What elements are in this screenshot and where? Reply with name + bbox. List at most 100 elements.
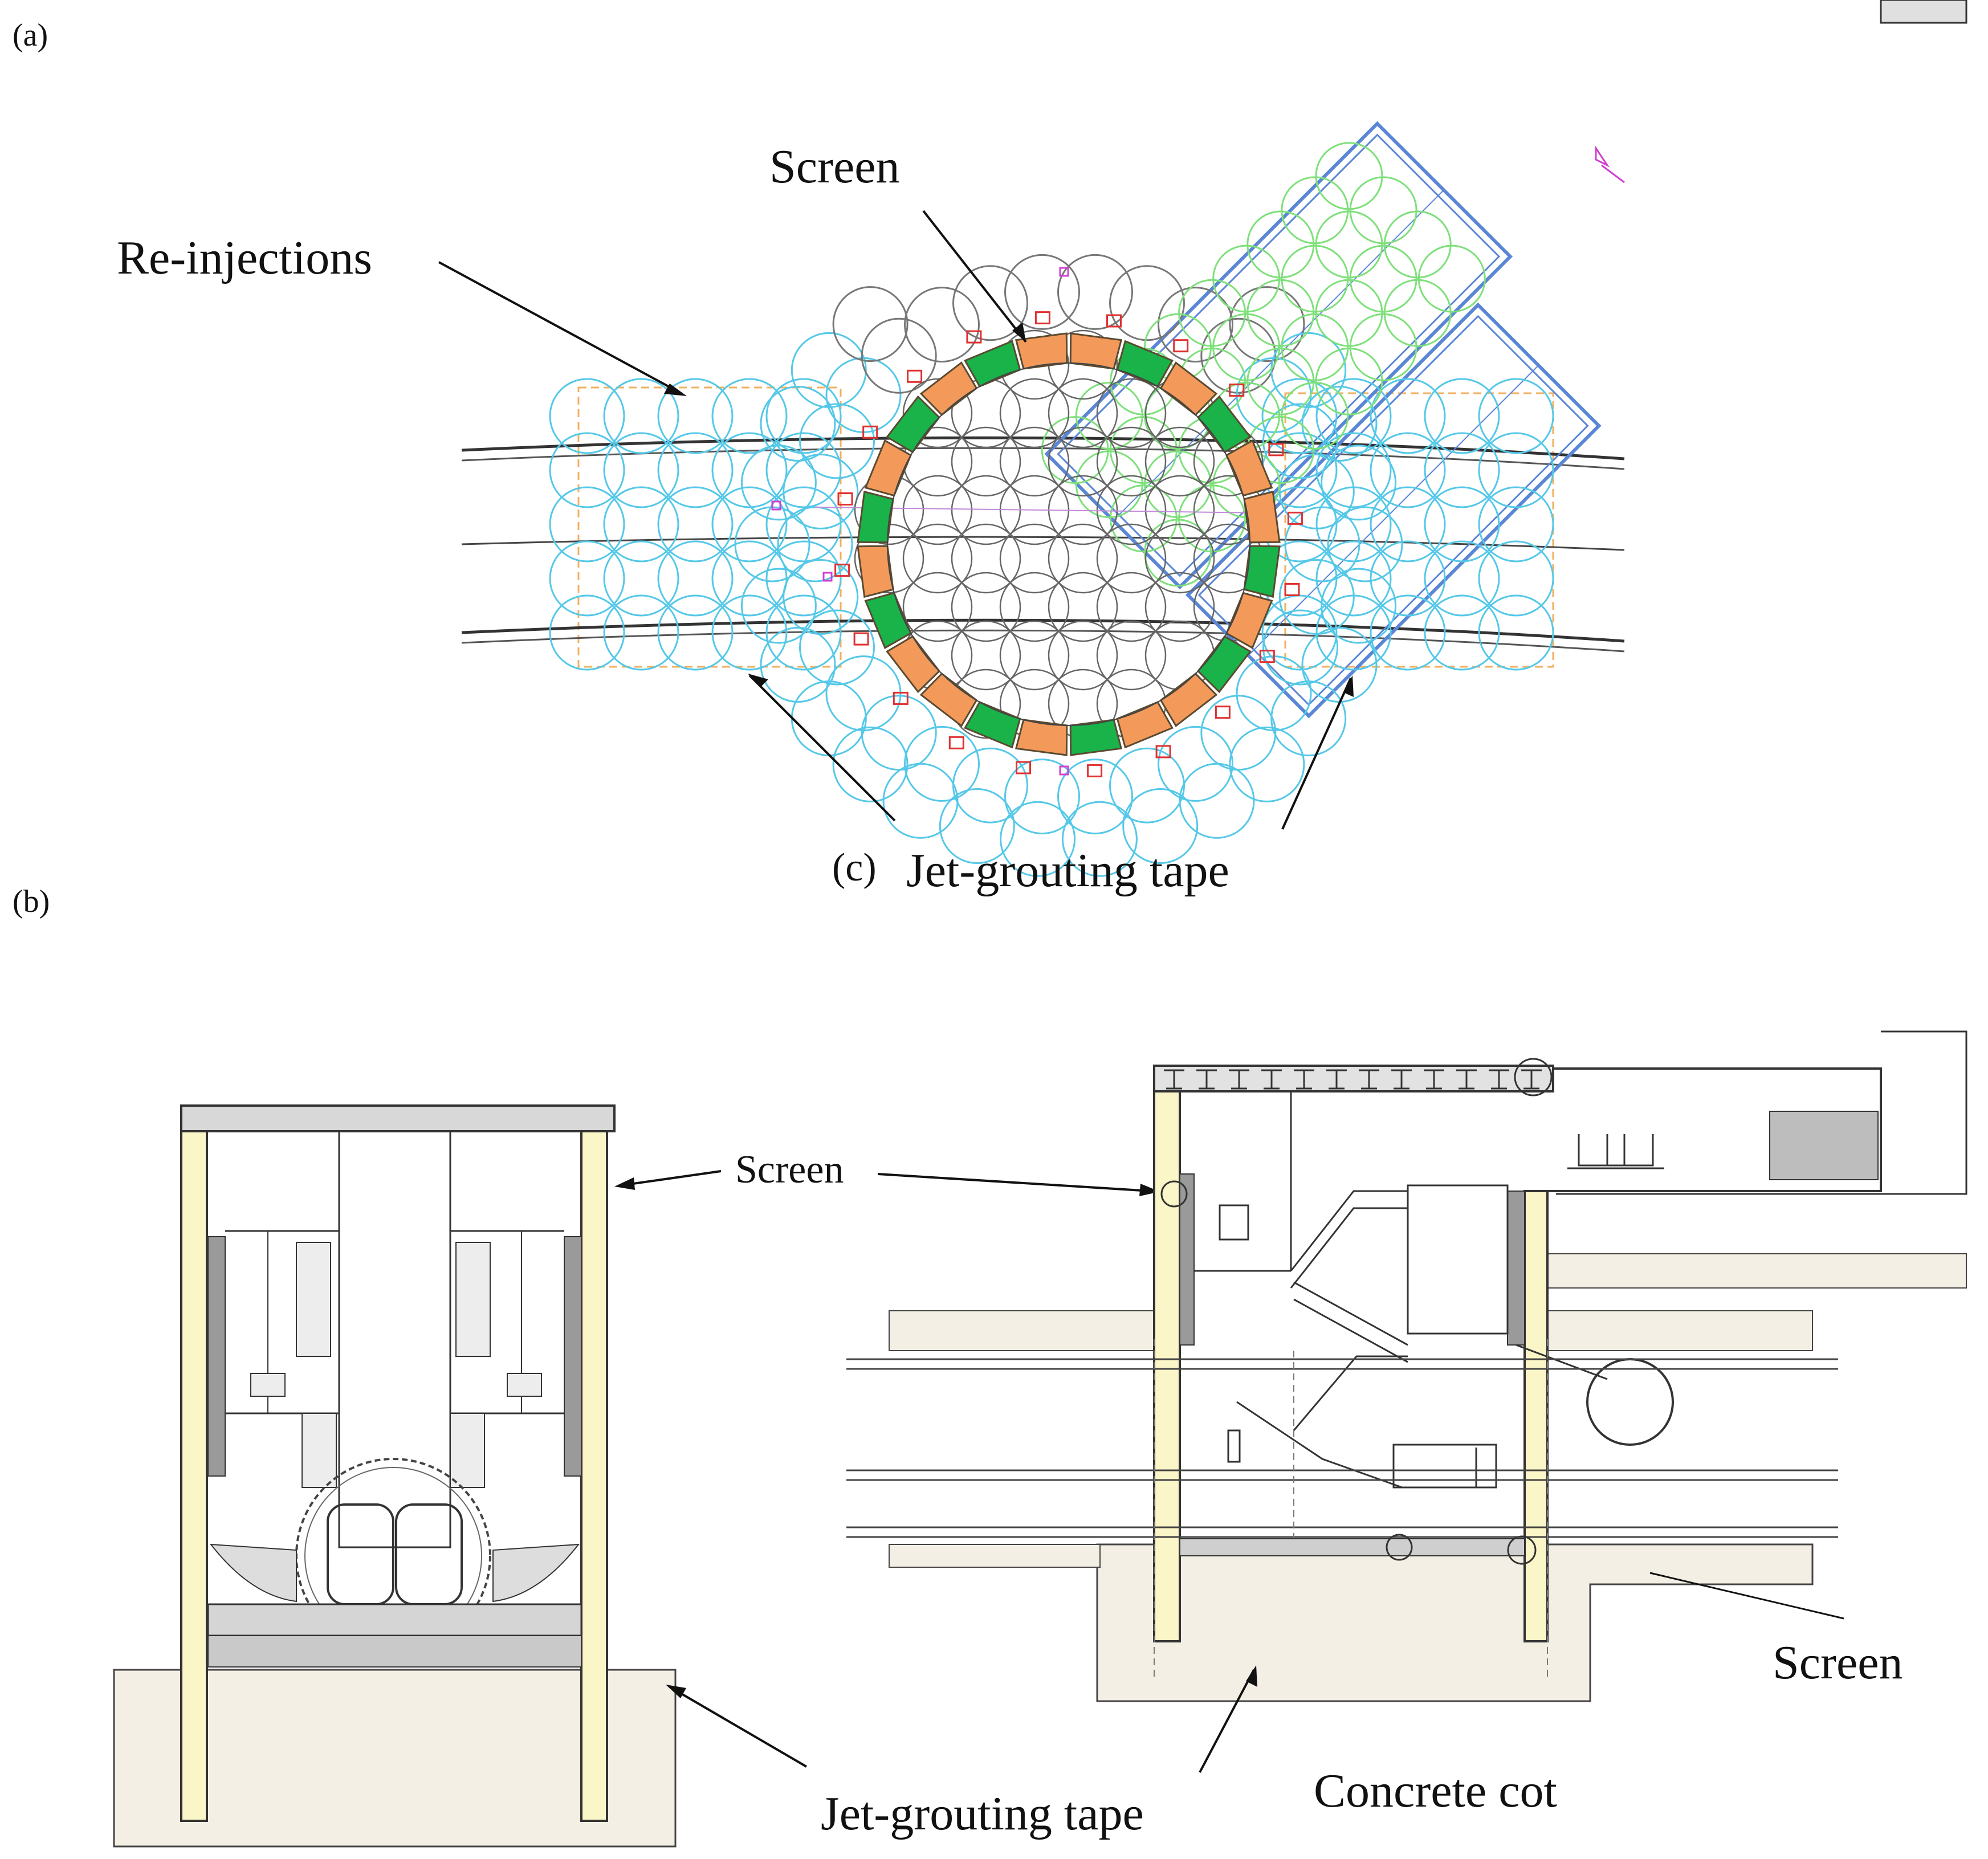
red-mark	[834, 564, 850, 577]
red-mark	[1287, 511, 1303, 525]
jet-column-ring	[1179, 763, 1255, 839]
right-concrete-cot	[1096, 1543, 1814, 1702]
jet-column-interior	[902, 475, 973, 545]
left-base-slab	[207, 1603, 582, 1637]
jet-column	[549, 594, 625, 671]
jet-column-green	[1417, 244, 1486, 313]
jet-column	[603, 432, 679, 508]
jet-column-ring	[952, 747, 1028, 823]
jet-column-ring	[1004, 254, 1080, 330]
jet-column-green	[1109, 484, 1178, 553]
left-roof-slab	[180, 1104, 616, 1132]
jet-column	[549, 540, 625, 617]
roof-beam	[1164, 1069, 1184, 1090]
panel-label-b: (b)	[13, 884, 50, 919]
jet-column-interior	[951, 426, 1021, 497]
plan-screen-arrowhead	[1012, 323, 1026, 342]
jet-column-green	[1349, 313, 1417, 381]
red-mark	[1229, 384, 1245, 397]
left-screen-leader-1	[621, 1170, 722, 1187]
jet-column-interior	[1048, 523, 1118, 594]
jet-column-interior	[902, 523, 973, 594]
red-mark	[1106, 314, 1122, 328]
left-central-shaft	[338, 1130, 451, 1548]
jet-column-ring	[1200, 695, 1277, 771]
jet-column	[1315, 432, 1392, 508]
inclined-shafts	[1044, 121, 1602, 719]
jet-column-interior	[999, 426, 1070, 497]
jet-column-green	[1109, 416, 1178, 484]
jet-column	[711, 432, 788, 508]
jet-column	[711, 540, 788, 617]
roof-beam	[1261, 1069, 1282, 1090]
jet-column-green	[1246, 210, 1315, 279]
roof-beam	[1326, 1069, 1347, 1090]
jet-column	[549, 486, 625, 562]
jet-column-ring	[904, 287, 980, 363]
jet-column	[549, 432, 625, 508]
cross-section-left	[113, 1104, 677, 1848]
jet-column	[765, 432, 842, 508]
jet-column-interior	[1048, 572, 1118, 642]
jet-column	[1315, 378, 1392, 454]
left-train-1	[327, 1503, 394, 1605]
right-equipment-hatched	[1769, 1111, 1879, 1180]
jet-column-ring	[740, 568, 817, 644]
jet-column-ring	[1004, 759, 1080, 835]
plan-jet-arrowhead-left	[748, 674, 768, 687]
jet-column	[1370, 594, 1446, 671]
jet-column-ring	[861, 317, 937, 394]
left-screen-wall-east	[580, 1130, 608, 1822]
jet-column-green	[1178, 279, 1246, 347]
jet-column-ring	[939, 788, 1015, 864]
red-mark	[1155, 745, 1171, 759]
jet-column-ring	[1278, 559, 1355, 635]
red-mark	[837, 492, 853, 505]
right-roof-beams	[1164, 1069, 1542, 1090]
jet-column-green	[1281, 244, 1349, 313]
plan-screen-leader	[922, 210, 1027, 343]
jet-column	[1261, 378, 1338, 454]
jet-column-green	[1144, 450, 1212, 519]
plan-jet-leader-right	[1281, 678, 1352, 830]
jet-column-ring	[1236, 655, 1312, 732]
jet-column-ring	[799, 609, 875, 686]
jet-column-interior	[951, 620, 1021, 691]
jet-column	[1370, 540, 1446, 617]
jet-column-ring	[1158, 287, 1233, 363]
jet-column-ring	[1229, 286, 1305, 362]
jet-column-green	[1212, 313, 1281, 381]
jet-column	[1424, 378, 1500, 454]
plan-reinjections-arrowhead	[664, 384, 687, 396]
jet-column	[603, 378, 679, 454]
jet-column	[603, 486, 679, 562]
jet-column-interior	[999, 620, 1070, 691]
jet-column-interior	[1096, 378, 1167, 449]
jet-column-green	[1315, 210, 1383, 279]
plan-jet-arrowhead-right	[1343, 675, 1354, 697]
roof-beam	[1489, 1069, 1509, 1090]
right-roof-slab	[1153, 1065, 1554, 1092]
red-mark	[862, 425, 878, 439]
jet-column-interior	[1096, 475, 1167, 545]
jet-column-ring	[740, 445, 817, 521]
jet-column-ring	[1301, 386, 1378, 462]
panel-label-c: (c)	[832, 846, 877, 890]
screen-inner-edge	[887, 362, 1250, 726]
jet-column-ring	[861, 695, 937, 771]
jet-column	[1315, 540, 1392, 617]
left-train-2	[395, 1503, 463, 1605]
jet-column-green	[1075, 382, 1143, 450]
right-screen-wall-west	[1153, 1090, 1181, 1642]
jet-column	[1370, 378, 1446, 454]
jet-column-ring	[1109, 747, 1185, 823]
jet-column-ring	[783, 559, 859, 635]
jet-column	[657, 432, 734, 508]
jet-column-ring	[1262, 403, 1338, 479]
jet-column-ring	[1327, 506, 1403, 582]
right-screen-label: Screen	[1773, 1636, 1903, 1689]
roof-beam	[1424, 1069, 1444, 1090]
jet-column-interior	[1144, 426, 1215, 497]
jet-column	[1424, 540, 1500, 617]
jet-column	[657, 594, 734, 671]
